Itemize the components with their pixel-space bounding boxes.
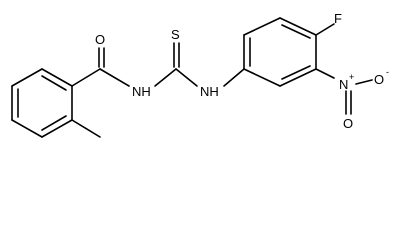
amide-nh-label: NH: [132, 84, 151, 99]
thiourea-group: [154, 42, 198, 87]
nitro-nitrogen-charge: +: [349, 72, 354, 82]
nitro-oxygen-double-label: O: [343, 116, 353, 131]
nitro-oxygen-charge: -: [386, 67, 389, 77]
nitro-group: [345, 79, 373, 115]
nitro-bond: [315, 68, 335, 79]
nitro-oxygen-single-label: O: [374, 72, 384, 87]
methyl-bond: [71, 119, 101, 138]
carbonyl-oxygen-label: O: [95, 32, 105, 47]
fluoronitrophenyl-ring: [243, 17, 317, 87]
chemical-structure: O S NH NH F N + O O -: [11, 11, 389, 138]
fluorine-label: F: [334, 11, 342, 26]
nitro-nitrogen-label: N: [339, 77, 348, 92]
toluoyl-ring: [11, 68, 73, 138]
fluorine-bond: [315, 23, 335, 36]
aryl-n-bond: [223, 68, 245, 87]
thioxo-sulfur-label: S: [171, 27, 180, 42]
aryl-nh-label: NH: [200, 84, 219, 99]
amide-group: [71, 47, 130, 87]
